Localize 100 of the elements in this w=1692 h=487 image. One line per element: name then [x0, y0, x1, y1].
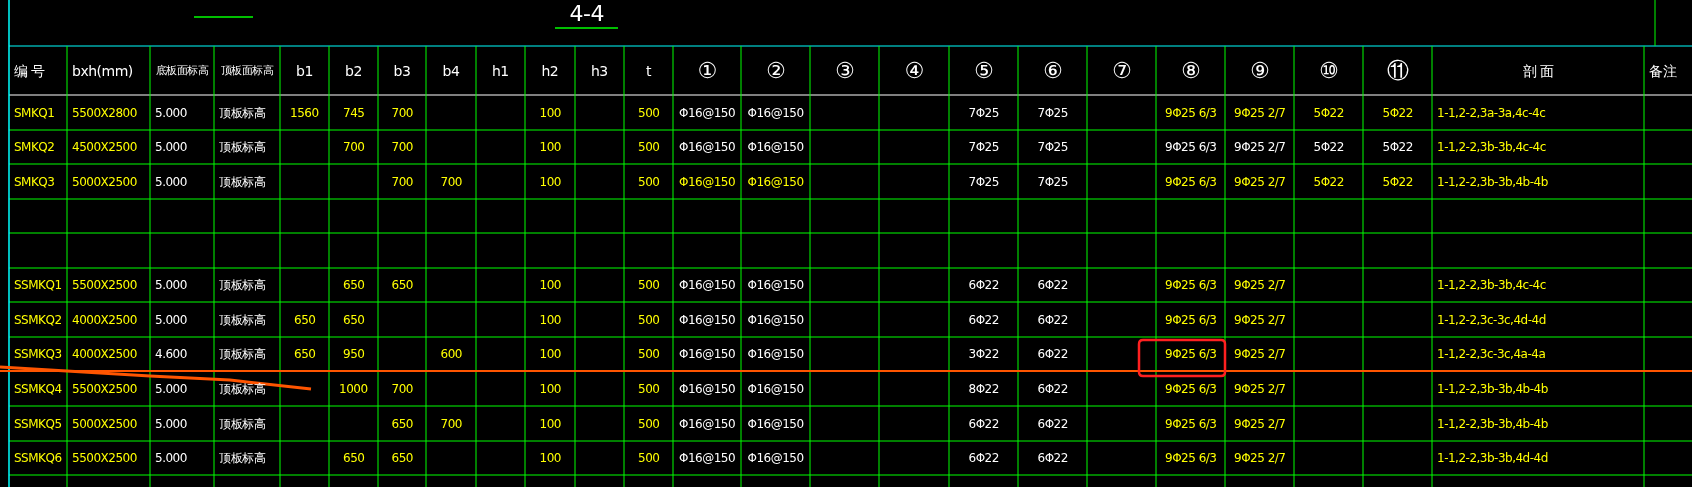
rebar-spec: 7Φ25 — [1037, 139, 1068, 155]
member-code: SSMKQ2 — [14, 311, 62, 328]
dimension-value: 700 — [343, 139, 365, 155]
dimension-value: 950 — [343, 346, 365, 362]
rebar-spec: 9Φ25 2/7 — [1234, 346, 1286, 362]
column-heading: 编 号 — [14, 61, 45, 80]
section-reference: 1-1,2-2,3b-3b,4c-4c — [1437, 139, 1546, 155]
section-size: 5500X2800 — [72, 104, 137, 121]
dimension-value: 650 — [343, 277, 365, 293]
member-code: SMKQ1 — [14, 104, 55, 121]
rebar-spec: 9Φ25 2/7 — [1234, 173, 1286, 190]
member-code: SSMKQ4 — [14, 380, 62, 397]
rebar-spec: 9Φ25 6/3 — [1165, 450, 1217, 466]
section-reference: 1-1,2-2,3b-3b,4b-4b — [1437, 173, 1548, 190]
rebar-spec: 9Φ25 2/7 — [1234, 277, 1286, 293]
rebar-spec: 6Φ22 — [968, 415, 999, 432]
bottom-elevation: 5.000 — [155, 139, 187, 155]
rebar-spec: Φ16@150 — [679, 104, 736, 121]
dimension-value: 650 — [391, 277, 413, 293]
dimension-value: 700 — [391, 380, 413, 397]
top-elevation: 顶板标高 — [219, 173, 265, 190]
column-heading: h1 — [492, 61, 509, 80]
rebar-spec: 9Φ25 6/3 — [1165, 104, 1217, 121]
rebar-spec: 3Φ22 — [968, 346, 999, 362]
dimension-value: 500 — [638, 415, 660, 432]
rebar-spec: Φ16@150 — [679, 139, 736, 155]
dimension-value: 100 — [539, 139, 561, 155]
rebar-spec: 6Φ22 — [968, 311, 999, 328]
rebar-spec: 9Φ25 2/7 — [1234, 139, 1286, 155]
rebar-spec: 9Φ25 2/7 — [1234, 104, 1286, 121]
rebar-spec: 7Φ25 — [1037, 104, 1068, 121]
dimension-value: 500 — [638, 380, 660, 397]
rebar-spec: 6Φ22 — [1037, 450, 1068, 466]
dimension-value: 100 — [539, 450, 561, 466]
section-reference: 1-1,2-2,3b-3b,4c-4c — [1437, 277, 1546, 293]
dimension-value: 650 — [391, 415, 413, 432]
column-heading: ⑪ — [1386, 57, 1408, 84]
dimension-value: 100 — [539, 415, 561, 432]
dimension-value: 650 — [294, 346, 316, 362]
dimension-value: 650 — [391, 450, 413, 466]
section-reference: 1-1,2-2,3b-3b,4d-4d — [1437, 450, 1548, 466]
rebar-spec: Φ16@150 — [747, 450, 804, 466]
section-size: 5500X2500 — [72, 277, 137, 293]
dimension-value: 700 — [391, 139, 413, 155]
column-heading: ⑨ — [1250, 57, 1270, 84]
rebar-spec: 8Φ22 — [968, 380, 999, 397]
top-elevation: 顶板标高 — [219, 380, 265, 397]
member-code: SSMKQ1 — [14, 277, 62, 293]
section-size: 4000X2500 — [72, 346, 137, 362]
rebar-spec: Φ16@150 — [679, 173, 736, 190]
rebar-spec: Φ16@150 — [679, 311, 736, 328]
rebar-spec: 9Φ25 2/7 — [1234, 450, 1286, 466]
rebar-spec: 7Φ25 — [968, 139, 999, 155]
top-elevation: 顶板标高 — [219, 450, 265, 466]
member-code: SMKQ3 — [14, 173, 55, 190]
dimension-value: 100 — [539, 346, 561, 362]
column-heading: ① — [697, 57, 717, 84]
column-heading: 底板面标高 — [155, 63, 208, 78]
rebar-spec: 6Φ22 — [1037, 346, 1068, 362]
rebar-spec: Φ16@150 — [747, 311, 804, 328]
member-code: SSMKQ6 — [14, 450, 62, 466]
column-heading: ② — [766, 57, 786, 84]
column-heading: t — [646, 61, 651, 80]
column-heading: 剖 面 — [1522, 61, 1554, 80]
rebar-spec: 5Φ22 — [1313, 104, 1344, 121]
column-heading: b4 — [442, 61, 460, 80]
top-elevation: 顶板标高 — [219, 104, 265, 121]
bottom-elevation: 5.000 — [155, 173, 187, 190]
section-size: 5500X2500 — [72, 450, 137, 466]
dimension-value: 100 — [539, 311, 561, 328]
dimension-value: 500 — [638, 277, 660, 293]
section-title: 4-4 — [569, 0, 604, 27]
dimension-value: 745 — [343, 104, 365, 121]
rebar-spec: Φ16@150 — [747, 104, 804, 121]
dimension-value: 700 — [440, 415, 462, 432]
column-heading: ⑧ — [1181, 57, 1201, 84]
rebar-spec: 9Φ25 6/3 — [1165, 277, 1217, 293]
rebar-spec: Φ16@150 — [679, 415, 736, 432]
column-heading: ⑥ — [1043, 57, 1063, 84]
column-heading: 备注 — [1649, 61, 1676, 80]
rebar-spec: Φ16@150 — [747, 346, 804, 362]
rebar-spec: 9Φ25 6/3 — [1165, 380, 1217, 397]
dimension-value: 100 — [539, 277, 561, 293]
dimension-value: 500 — [638, 139, 660, 155]
section-reference: 1-1,2-2,3b-3b,4b-4b — [1437, 415, 1548, 432]
rebar-spec: 6Φ22 — [1037, 311, 1068, 328]
column-heading: ⑤ — [974, 57, 994, 84]
top-elevation: 顶板标高 — [219, 139, 265, 155]
column-heading: h3 — [591, 61, 608, 80]
section-reference: 1-1,2-2,3c-3c,4d-4d — [1437, 311, 1546, 328]
member-code: SSMKQ5 — [14, 415, 62, 432]
section-reference: 1-1,2-2,3c-3c,4a-4a — [1437, 346, 1546, 362]
rebar-spec: Φ16@150 — [679, 380, 736, 397]
rebar-spec: 6Φ22 — [1037, 380, 1068, 397]
top-elevation: 顶板标高 — [219, 346, 265, 362]
bottom-elevation: 5.000 — [155, 311, 187, 328]
top-elevation: 顶板标高 — [219, 415, 265, 432]
dimension-value: 600 — [440, 346, 462, 362]
rebar-spec: 9Φ25 6/3 — [1165, 139, 1217, 155]
top-elevation: 顶板标高 — [219, 311, 265, 328]
